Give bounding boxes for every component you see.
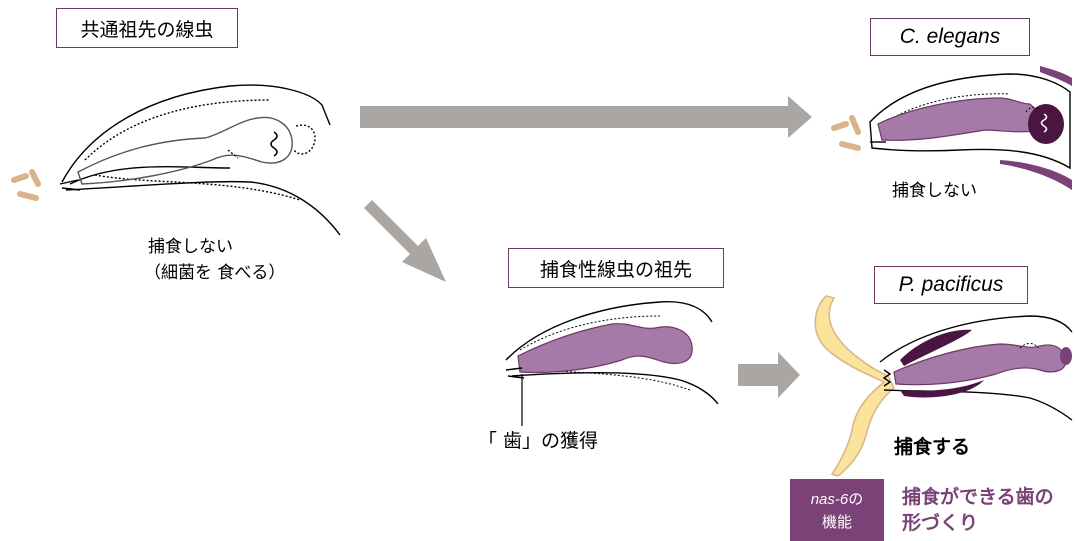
elegans-worm-head: [869, 66, 1072, 190]
ancestor-caption-line1: 捕食しない: [148, 237, 233, 257]
predator-ancestor-worm-head: [505, 301, 719, 426]
arrow-to-pacificus: [738, 352, 800, 398]
nas6-gene-suffix: の: [848, 489, 864, 508]
ancestor-worm-head: [59, 84, 341, 236]
prey-worm: [814, 295, 895, 477]
pacificus-worm-head: [879, 315, 1073, 421]
nas6-function-box: nas-6の 機能: [790, 479, 884, 541]
predator-ancestor-title: 捕食性線虫の祖先: [539, 258, 692, 281]
pacificus-title: P. pacificus: [898, 273, 1004, 296]
nas6-desc-line1: 捕食ができる歯の: [902, 486, 1054, 508]
tooth-label: 「 歯」の獲得: [478, 430, 599, 452]
elegans-title: C. elegans: [899, 25, 1001, 48]
nas6-gene: nas-6: [810, 490, 849, 508]
nas6-desc-line2: 形づくり: [902, 512, 979, 534]
arrow-to-predator-ancestor: [364, 200, 446, 282]
predator-ancestor-title-box: 捕食性線虫の祖先: [508, 248, 724, 288]
ancestor-title: 共通祖先の線虫: [80, 18, 214, 41]
nas6-function: 機能: [821, 512, 852, 531]
ancestor-title-box: 共通祖先の線虫: [56, 8, 238, 48]
nas6-gene-line: nas-6の: [811, 488, 864, 511]
nas6-description: 捕食ができる歯の 形づくり: [902, 484, 1054, 536]
bacteria-ancestor: [11, 169, 41, 201]
ancestor-caption: 捕食しない （細菌を 食べる）: [144, 234, 285, 286]
arrow-to-elegans: [360, 96, 812, 138]
elegans-caption: 捕食しない: [892, 181, 977, 201]
pacificus-caption: 捕食する: [894, 436, 971, 458]
pacificus-title-box: P. pacificus: [874, 266, 1028, 304]
elegans-title-box: C. elegans: [870, 18, 1030, 56]
ancestor-caption-line2: （細菌を 食べる）: [144, 263, 286, 283]
bacteria-elegans: [831, 115, 861, 151]
